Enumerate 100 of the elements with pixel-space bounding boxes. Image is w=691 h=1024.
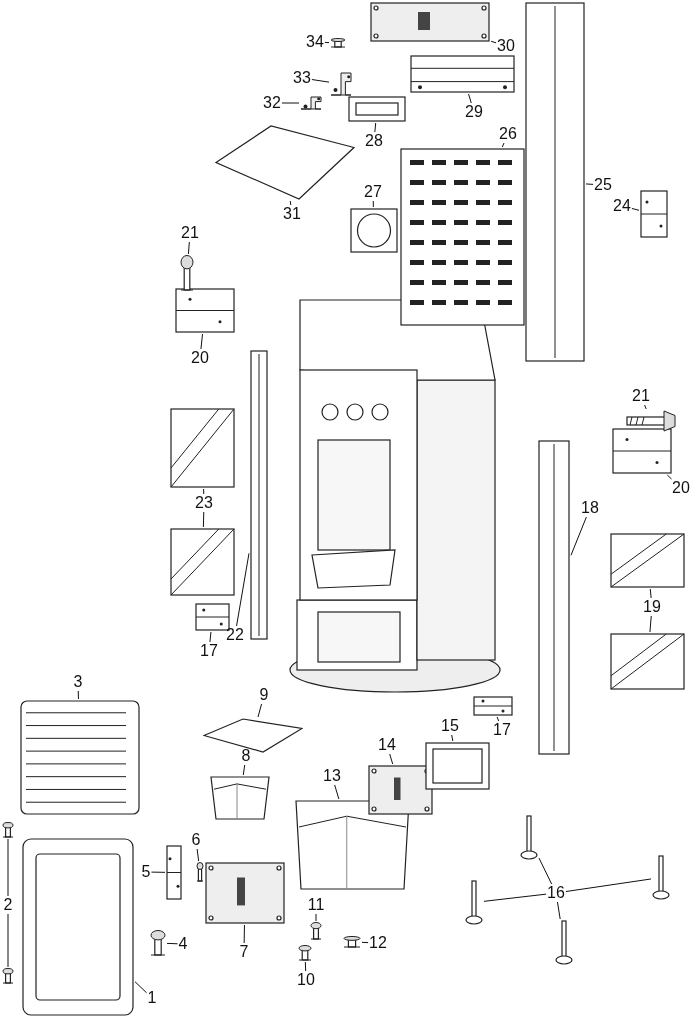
leader-line	[483, 893, 547, 902]
rail-drawing	[610, 633, 685, 690]
leader-line	[242, 764, 246, 776]
bracket-drawing	[175, 288, 235, 333]
rail-drawing	[170, 528, 235, 596]
pin-drawing	[310, 922, 322, 940]
callout-number: 9	[259, 687, 269, 703]
leader-line	[570, 516, 587, 556]
pin-drawing	[180, 255, 194, 291]
leader-line	[166, 942, 179, 945]
plate-drawing	[370, 2, 490, 42]
bracket-drawing	[166, 845, 182, 900]
bin-drawing	[210, 776, 270, 820]
leader-line	[666, 474, 672, 480]
callout-number: 15	[441, 718, 459, 734]
leader-line	[77, 690, 79, 700]
leader-line	[468, 93, 472, 104]
callout-number: 8	[241, 748, 251, 764]
callout-number: 5	[141, 864, 151, 880]
leader-line	[374, 122, 377, 133]
pin-drawing	[330, 38, 346, 48]
leader-line	[501, 142, 505, 148]
frame-drawing	[348, 96, 406, 122]
callout-number: 3	[73, 674, 83, 690]
leader-line	[644, 404, 647, 410]
callout-number: 33	[293, 70, 311, 86]
leader-line	[496, 716, 500, 722]
leader-line	[281, 102, 300, 104]
bin-drawing	[295, 800, 410, 890]
pin-drawing	[196, 862, 204, 882]
pin-drawing	[150, 930, 166, 956]
panel-drawing	[525, 2, 585, 362]
callout-number: 27	[364, 184, 382, 200]
callout-number: 26	[499, 126, 517, 142]
callout-number: 18	[581, 500, 599, 516]
perforated-panel-drawing	[400, 148, 525, 326]
leader-line	[451, 734, 454, 742]
pin-drawing	[343, 936, 361, 948]
rail-drawing	[610, 533, 685, 588]
door-drawing	[22, 838, 134, 1016]
leader-line	[311, 79, 330, 83]
callout-number: 21	[632, 388, 650, 404]
callout-number: 11	[307, 897, 325, 913]
leader-line	[200, 333, 204, 350]
callout-number: 13	[323, 768, 341, 784]
plate-drawing	[368, 765, 433, 815]
grille-drawing	[20, 700, 140, 815]
leader-line	[565, 878, 652, 893]
callout-number: 14	[378, 737, 396, 753]
callout-number: 25	[594, 177, 612, 193]
leader-line	[334, 784, 340, 800]
leader-line	[585, 183, 594, 185]
cover-plate-drawing	[350, 208, 398, 253]
leader-line	[649, 615, 652, 633]
leader-line	[196, 848, 200, 862]
bracket-drawing	[640, 190, 668, 238]
rod-drawing	[300, 96, 322, 110]
callout-number: 24	[613, 198, 631, 214]
leader-line	[649, 588, 652, 599]
callout-number: 10	[297, 972, 315, 988]
callout-number: 6	[191, 832, 201, 848]
callout-number: 30	[497, 38, 515, 54]
panel-drawing	[538, 440, 570, 755]
pin-drawing	[2, 968, 14, 984]
leader-line	[490, 40, 497, 44]
leader-line	[203, 488, 205, 495]
callout-number: 16	[547, 885, 565, 901]
callout-number: 28	[365, 133, 383, 149]
foot-drawing	[555, 920, 573, 965]
callout-number: 1	[147, 990, 157, 1006]
callout-number: 23	[195, 495, 213, 511]
callout-number: 12	[369, 935, 387, 951]
leader-line	[243, 924, 245, 944]
leader-line	[209, 631, 212, 643]
leader-line	[389, 753, 394, 765]
callout-number: 20	[672, 480, 690, 496]
callout-number: 19	[643, 599, 661, 615]
callout-number: 4	[178, 936, 188, 952]
leader-line	[187, 241, 190, 255]
bolt-drawing	[626, 410, 676, 432]
pin-drawing	[2, 822, 14, 838]
rod-drawing	[330, 72, 352, 96]
callout-number: 34	[306, 34, 324, 50]
callout-number: 7	[239, 944, 249, 960]
leader-line	[7, 913, 9, 968]
leader-line	[150, 871, 166, 873]
bracket-drawing	[473, 696, 513, 716]
leader-line	[134, 981, 148, 994]
callout-number: 17	[493, 722, 511, 738]
leader-line	[315, 913, 317, 922]
callout-number: 17	[200, 643, 218, 659]
callout-number: 32	[263, 95, 281, 111]
leader-line	[372, 200, 374, 208]
leader-line	[202, 511, 205, 528]
leader-line	[631, 207, 640, 211]
frame-drawing	[425, 742, 490, 790]
rail-drawing	[170, 408, 235, 488]
leader-line	[304, 961, 307, 972]
foot-drawing	[465, 880, 483, 925]
callout-number: 29	[465, 104, 483, 120]
